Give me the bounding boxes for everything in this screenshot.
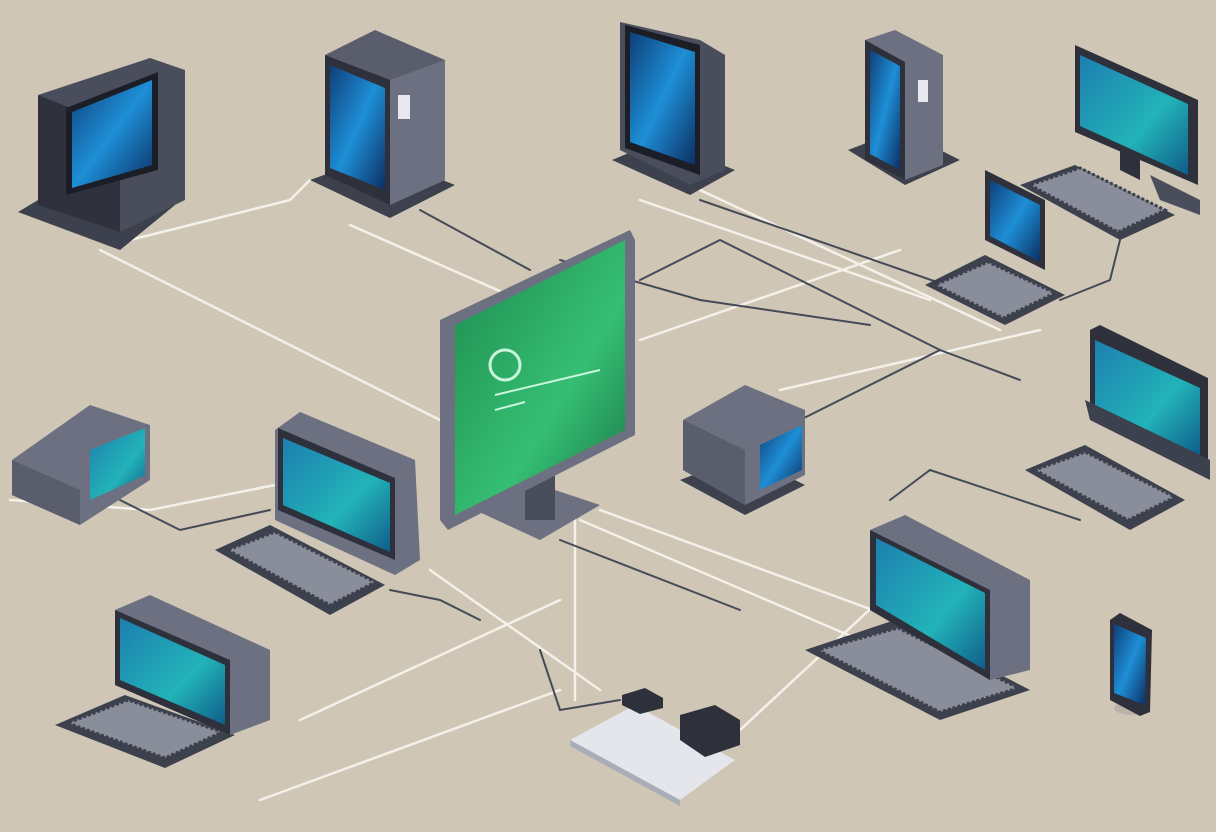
kiosk-terminal-top-center: [310, 30, 455, 218]
cables: [8, 178, 1121, 802]
desktop-computer-top-right: [1020, 45, 1200, 240]
central-monitor: [440, 230, 635, 540]
network-hub-box: [680, 385, 805, 515]
laptop-computer-right: [925, 170, 1065, 325]
server-tower: [848, 30, 960, 185]
kiosk-terminal-top-left: [18, 58, 185, 250]
desktop-computer-bottom-left: [55, 595, 270, 768]
kiosk-terminal-top-right-center: [612, 22, 735, 195]
router-device-left: [12, 405, 150, 525]
desktop-computer-bottom-right: [805, 515, 1030, 720]
desktop-computer-left: [215, 412, 420, 615]
desktop-computer-right: [1025, 325, 1210, 530]
network-switch-tray: [570, 688, 740, 806]
smartphone: [1110, 613, 1152, 716]
